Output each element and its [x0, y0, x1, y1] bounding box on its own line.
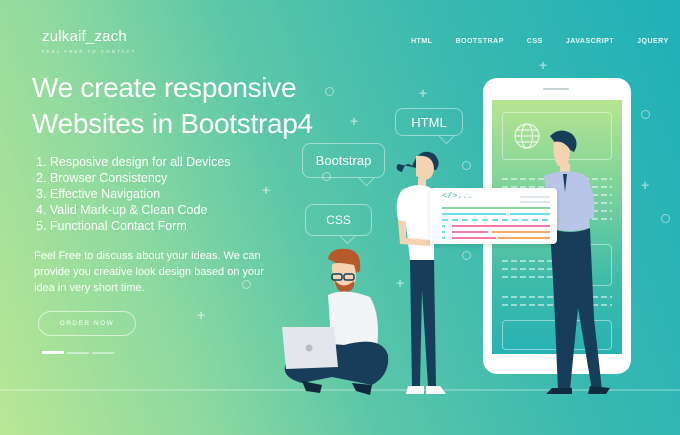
code-line	[442, 219, 550, 221]
slider-dot-active[interactable]	[42, 351, 64, 354]
code-line	[442, 207, 550, 209]
plus-icon: +	[539, 57, 548, 73]
circle-icon	[661, 214, 670, 223]
circle-icon	[641, 110, 650, 119]
bubble-label: CSS	[326, 213, 351, 227]
plus-icon: +	[396, 275, 405, 291]
nav-item-html[interactable]: HTML	[411, 38, 433, 45]
circle-icon	[462, 161, 471, 170]
circle-icon	[462, 251, 471, 260]
text-placeholder	[502, 276, 562, 278]
code-line	[452, 237, 496, 239]
nav-item-javascript[interactable]: JAVASCRIPT	[565, 38, 615, 45]
code-line	[442, 237, 445, 239]
circle-icon	[325, 87, 334, 96]
globe-icon	[514, 123, 540, 149]
brand-name: zulkaif_zach	[42, 28, 127, 45]
bubble-label: Bootstrap	[315, 153, 372, 168]
hero-description: Feel Free to discuss about your ideas. W…	[34, 250, 264, 294]
code-line	[510, 213, 550, 215]
feature-item: 4. Valid Mark-up & Clean Code	[36, 203, 208, 217]
code-line	[520, 201, 550, 203]
slider-dot[interactable]	[67, 351, 89, 354]
slider-indicator	[42, 351, 114, 354]
text-placeholder	[502, 268, 562, 270]
feature-item: 3. Effective Navigation	[36, 187, 161, 201]
hero-title: We create responsive Websites in Bootstr…	[32, 70, 313, 142]
order-now-button[interactable]: ORDER NOW	[38, 311, 136, 336]
speech-bubble-css: CSS	[305, 204, 372, 236]
code-line	[452, 231, 488, 233]
speech-bubble-bootstrap: Bootstrap	[302, 143, 385, 178]
feature-list: 1. Resposive design for all Devices 2. B…	[36, 154, 231, 234]
code-line	[442, 213, 506, 215]
brand-logo[interactable]: zulkaif_zach FEEL FREE TO CONTACT	[42, 28, 136, 54]
code-line	[442, 231, 445, 233]
plus-icon: +	[641, 177, 650, 193]
code-line	[442, 225, 445, 227]
plus-icon: +	[262, 182, 271, 198]
brand-tagline: FEEL FREE TO CONTACT	[42, 49, 137, 54]
plus-icon: +	[350, 113, 359, 129]
hero-title-line1: We create responsive	[32, 72, 297, 103]
code-line	[492, 231, 550, 233]
code-tag-icon: </>...	[442, 191, 473, 201]
code-line	[498, 237, 550, 239]
feature-item: 5. Functional Contact Form	[36, 219, 187, 233]
code-card: </>...	[430, 188, 557, 244]
plus-icon: +	[197, 307, 206, 323]
code-line	[452, 225, 550, 227]
man-standing-illustration	[544, 130, 610, 394]
top-nav: HTML BOOTSTRAP CSS JAVASCRIPT JQUERY	[411, 38, 680, 45]
speech-bubble-html: HTML	[395, 108, 463, 136]
code-line	[520, 196, 550, 198]
feature-item: 1. Resposive design for all Devices	[36, 155, 231, 169]
circle-icon	[242, 280, 251, 289]
plus-icon: +	[419, 85, 428, 101]
text-placeholder	[502, 260, 562, 262]
slider-dot[interactable]	[92, 351, 114, 354]
nav-item-jquery[interactable]: JQUERY	[637, 38, 669, 45]
feature-item: 2. Browser Consistency	[36, 171, 168, 185]
phone-speaker	[543, 88, 569, 90]
ground-line	[0, 389, 680, 391]
hero-title-line2: Websites in Bootstrap4	[32, 108, 313, 139]
nav-item-bootstrap[interactable]: BOOTSTRAP	[455, 38, 504, 45]
nav-item-css[interactable]: CSS	[526, 38, 543, 45]
woman-illustration	[396, 151, 446, 394]
man-sitting-illustration	[282, 248, 389, 395]
bubble-label: HTML	[411, 114, 447, 130]
